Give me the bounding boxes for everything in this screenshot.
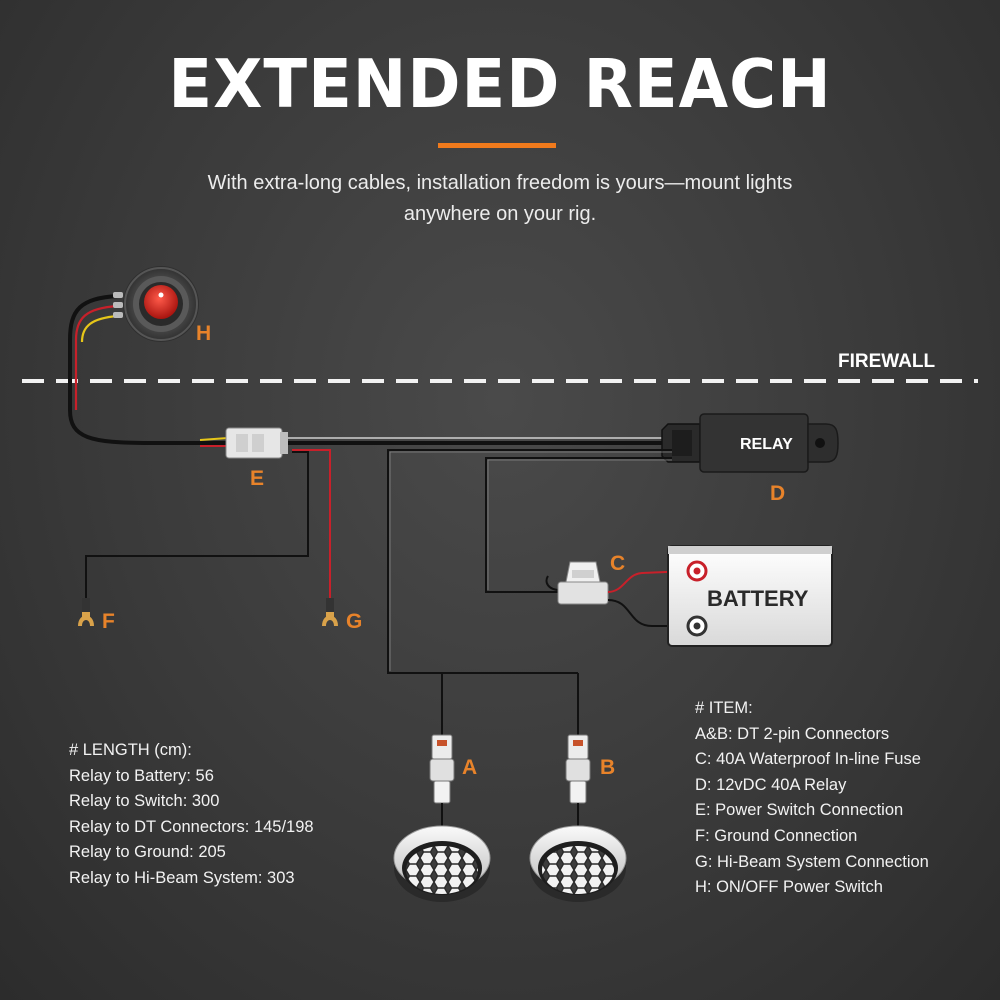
dt-connector-icon xyxy=(429,734,455,804)
length-header: # LENGTH (cm): xyxy=(69,741,192,759)
switch-harness xyxy=(68,294,672,447)
round-led-light-icon xyxy=(529,803,627,902)
legend-item: A&B: DT 2-pin Connectors xyxy=(695,724,890,743)
relay-to-fuse-wire-highlight xyxy=(487,459,672,590)
rocker-switch-icon xyxy=(113,266,199,342)
legend-header: # ITEM: xyxy=(695,699,753,717)
fuse-to-battery-positive xyxy=(607,570,691,593)
ground-wire xyxy=(85,451,309,610)
length-list: # LENGTH (cm): Relay to Battery: 56 Rela… xyxy=(69,738,314,892)
legend-item: E: Power Switch Connection xyxy=(695,801,904,820)
relay-to-fuse-wire xyxy=(485,457,672,593)
length-item: Relay to Ground: 205 xyxy=(69,843,226,862)
length-item: Relay to Switch: 300 xyxy=(69,792,220,811)
fork-terminal-icon xyxy=(322,598,338,626)
legend-item: H: ON/OFF Power Switch xyxy=(695,878,883,897)
item-legend: # ITEM: A&B: DT 2-pin Connectors C: 40A … xyxy=(695,696,929,901)
label-G: G xyxy=(346,610,362,633)
relay-icon xyxy=(661,413,839,473)
title-underline xyxy=(438,143,556,148)
legend-item: F: Ground Connection xyxy=(695,826,858,845)
battery-label: BATTERY xyxy=(707,586,809,611)
label-F: F xyxy=(102,610,115,633)
firewall-label: FIREWALL xyxy=(838,351,935,372)
label-C: C xyxy=(610,552,625,575)
page-title: EXTENDED REACH xyxy=(168,46,832,124)
hi-beam-wire xyxy=(292,449,331,610)
relay-to-lights-wire-highlight xyxy=(389,451,672,671)
dt-connector-icon xyxy=(565,734,591,804)
legend-item: C: 40A Waterproof In-line Fuse xyxy=(695,750,921,769)
length-item: Relay to Hi-Beam System: 303 xyxy=(69,868,295,887)
label-A: A xyxy=(462,756,477,779)
label-E: E xyxy=(250,467,264,490)
battery-icon xyxy=(667,545,833,647)
fuse-to-battery-negative xyxy=(607,599,690,627)
legend-item: G: Hi-Beam System Connection xyxy=(695,852,929,871)
relay-label: RELAY xyxy=(740,436,793,453)
relay-to-lights-wire xyxy=(387,449,672,674)
round-led-light-icon xyxy=(393,803,491,902)
label-H: H xyxy=(196,322,211,345)
fork-terminal-icon xyxy=(78,598,94,626)
dt-connector-icon xyxy=(225,427,288,459)
length-item: Relay to DT Connectors: 145/198 xyxy=(69,817,314,836)
label-B: B xyxy=(600,756,615,779)
inline-fuse-icon xyxy=(545,561,609,605)
legend-item: D: 12vDC 40A Relay xyxy=(695,775,847,794)
page-subtitle: With extra-long cables, installation fre… xyxy=(207,172,793,225)
length-item: Relay to Battery: 56 xyxy=(69,766,214,785)
label-D: D xyxy=(770,482,785,505)
